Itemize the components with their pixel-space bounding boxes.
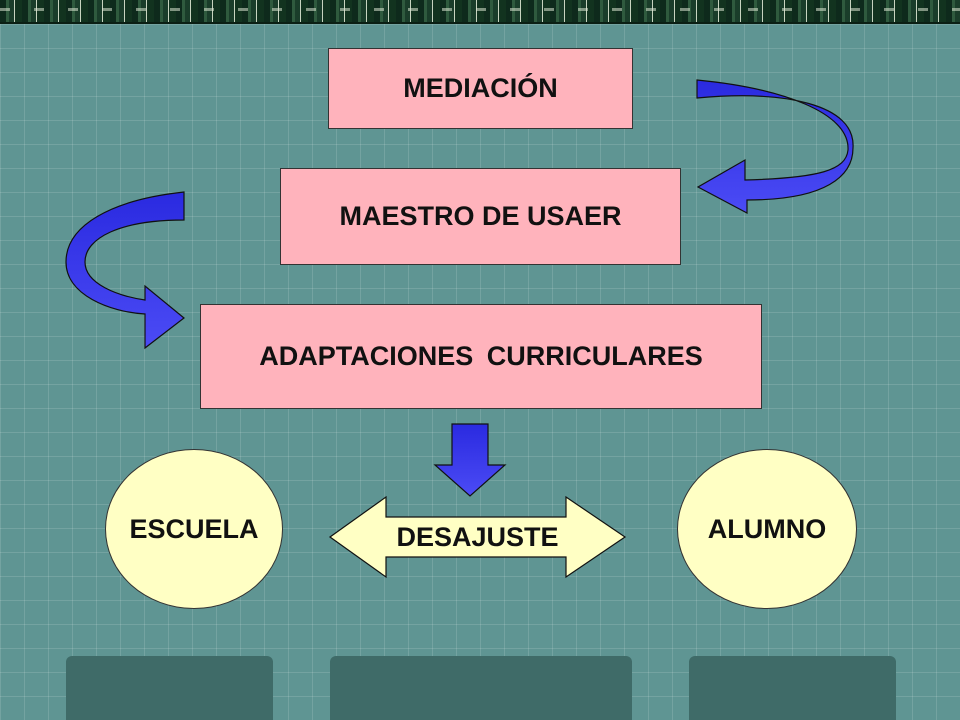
mediacion-label: MEDIACIÓN	[403, 73, 558, 103]
desajuste-label: DESAJUSTE	[396, 521, 559, 552]
escuela-ellipse: ESCUELA	[105, 449, 283, 609]
curved-arrow-right	[696, 79, 854, 214]
maestro-usaer-label: MAESTRO DE USAER	[339, 201, 622, 231]
alumno-label: ALUMNO	[707, 513, 827, 544]
footer-tab-center	[330, 656, 632, 720]
down-arrow	[433, 423, 507, 497]
alumno-ellipse: ALUMNO	[677, 449, 857, 609]
adaptaciones-curriculares-label: ADAPTACIONES CURRICULARES	[259, 341, 703, 371]
maestro-usaer-box: MAESTRO DE USAER	[280, 168, 681, 265]
footer-tab-left	[66, 656, 273, 720]
curved-arrow-left	[65, 191, 185, 350]
desajuste-double-arrow	[328, 495, 627, 579]
escuela-label: ESCUELA	[129, 513, 259, 544]
footer-tab-right	[689, 656, 896, 720]
adaptaciones-curriculares-box: ADAPTACIONES CURRICULARES	[200, 304, 762, 409]
circuit-board-banner	[0, 0, 960, 24]
mediacion-box: MEDIACIÓN	[328, 48, 633, 129]
